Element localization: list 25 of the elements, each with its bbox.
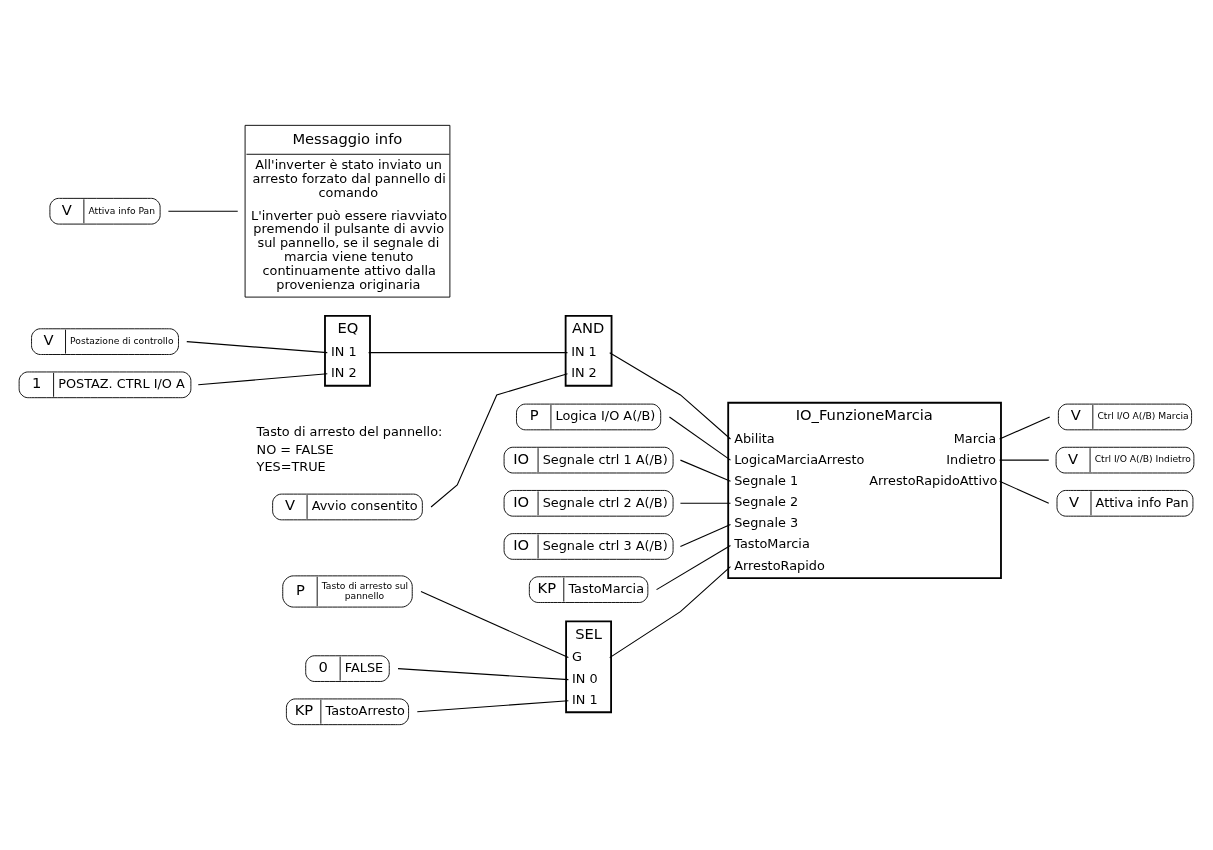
node-box: AND IN 1 IN 2 bbox=[564, 315, 613, 387]
connector bbox=[430, 373, 568, 508]
label: YES=TRUE bbox=[256, 459, 326, 475]
connector bbox=[197, 373, 328, 386]
connector bbox=[999, 459, 1050, 461]
node-box: SEL G IN 0 IN 1 bbox=[565, 620, 612, 714]
connector bbox=[999, 416, 1051, 440]
connector bbox=[656, 545, 732, 591]
node-box: EQ IN 1 IN 2 bbox=[324, 315, 371, 387]
node-box: IO_FunzioneMarcia Abilita Marcia LogicaMarciaArresto Indietro Segnale 1 ArrestoRapidoAttivo Segnale 2 Segnale 3 TastoMarcia ArrestoRapido bbox=[727, 401, 1002, 580]
connector bbox=[420, 590, 569, 659]
connector bbox=[679, 502, 732, 504]
connector bbox=[609, 566, 732, 659]
connector bbox=[397, 668, 569, 681]
connector bbox=[368, 352, 568, 354]
connector bbox=[679, 523, 732, 547]
connector bbox=[186, 341, 328, 354]
connector bbox=[416, 700, 569, 713]
label: Tasto di arresto del pannello: bbox=[256, 424, 443, 440]
connector bbox=[679, 459, 732, 482]
connector bbox=[167, 210, 239, 212]
connector bbox=[668, 416, 732, 461]
connector bbox=[999, 480, 1050, 504]
label: NO = FALSE bbox=[256, 441, 334, 457]
connector bbox=[609, 352, 732, 440]
